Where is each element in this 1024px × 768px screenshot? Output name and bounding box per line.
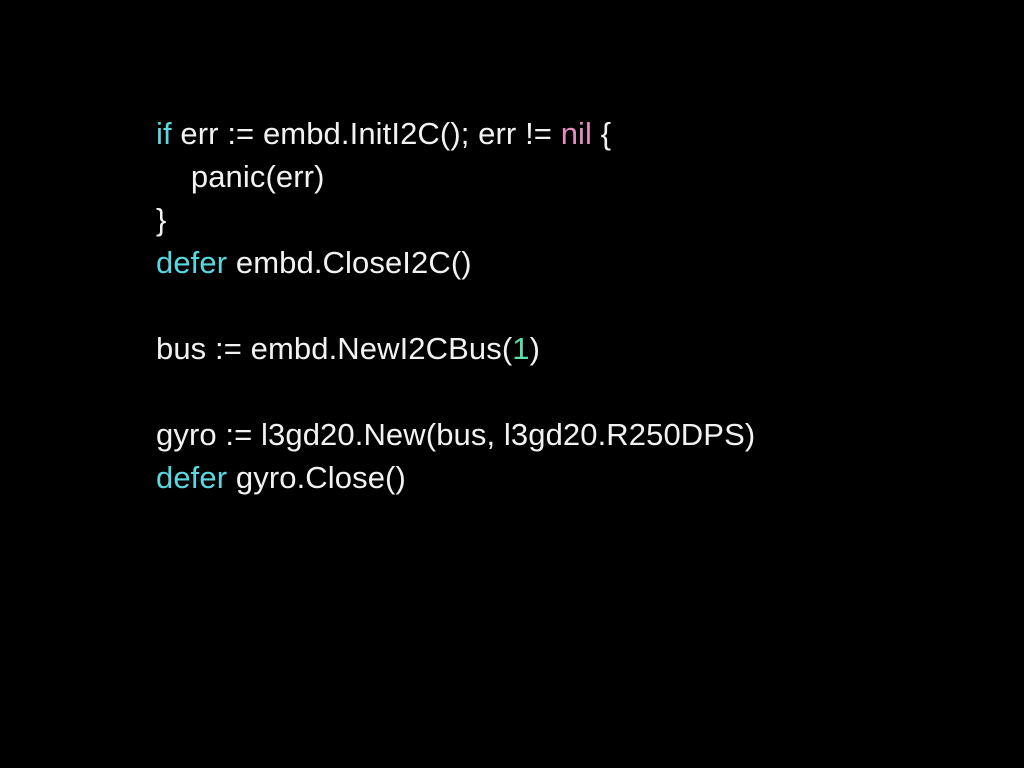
- code-token-plain: gyro := l3gd20.New(bus, l3gd20.R250DPS): [156, 417, 756, 452]
- code-line: gyro := l3gd20.New(bus, l3gd20.R250DPS): [156, 413, 976, 456]
- code-token-keyword: if: [156, 116, 172, 151]
- code-token-number: 1: [512, 331, 530, 366]
- code-line: }: [156, 198, 976, 241]
- code-token-plain: panic(err): [156, 159, 325, 194]
- code-line: panic(err): [156, 155, 976, 198]
- code-token-plain: gyro.Close(): [227, 460, 406, 495]
- code-line: defer embd.CloseI2C(): [156, 241, 976, 284]
- code-token-plain: embd.CloseI2C(): [227, 245, 472, 280]
- code-line: bus := embd.NewI2CBus(1): [156, 327, 976, 370]
- code-token-plain: err := embd.InitI2C(); err !=: [171, 116, 561, 151]
- code-line: [156, 284, 976, 327]
- code-token-nil: nil: [560, 116, 593, 151]
- code-line: [156, 370, 976, 413]
- code-block: if err := embd.InitI2C(); err != nil { p…: [156, 112, 976, 499]
- code-token-plain: bus := embd.NewI2CBus(: [156, 331, 513, 366]
- code-token-plain: {: [592, 116, 612, 151]
- code-token-keyword: defer: [156, 460, 228, 495]
- code-token-plain: ): [529, 331, 541, 366]
- code-token-keyword: defer: [156, 245, 228, 280]
- code-token-plain: }: [156, 202, 167, 237]
- code-line: if err := embd.InitI2C(); err != nil {: [156, 112, 976, 155]
- code-line: defer gyro.Close(): [156, 456, 976, 499]
